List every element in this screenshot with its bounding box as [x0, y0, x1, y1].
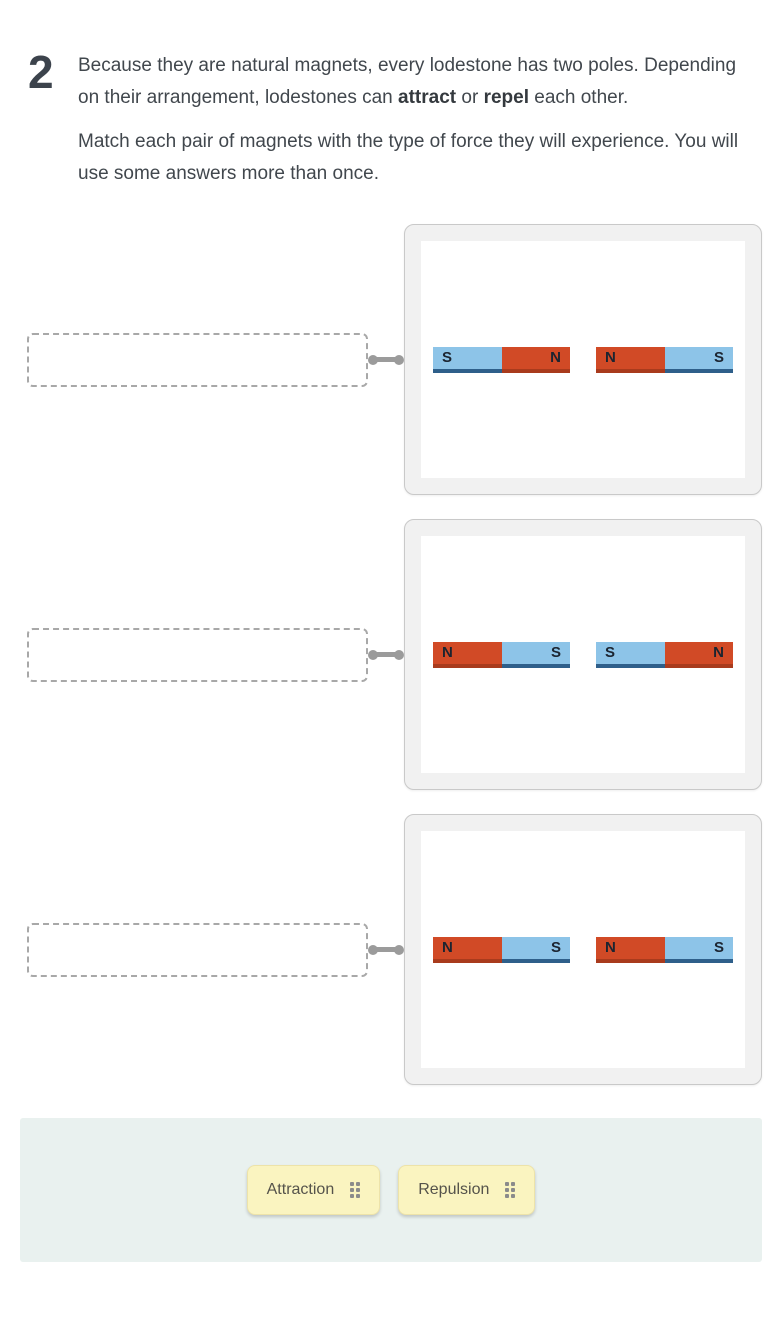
pole-label: S — [442, 349, 453, 366]
pole-label: S — [713, 349, 724, 366]
answer-chip-repulsion[interactable]: Repulsion — [398, 1165, 536, 1215]
drop-zone-2[interactable] — [27, 627, 368, 682]
connector-icon — [368, 944, 404, 955]
pole-label: N — [605, 939, 616, 956]
connector-icon — [368, 649, 404, 660]
pole-label: N — [605, 349, 616, 366]
drop-zone-1[interactable] — [27, 332, 368, 387]
answer-chip-label: Attraction — [266, 1181, 335, 1198]
matching-area: S N N S N S S — [0, 224, 768, 1085]
drag-handle-icon[interactable] — [505, 1182, 516, 1198]
match-row-1: S N N S — [27, 224, 762, 495]
match-row-2: N S S N — [27, 519, 762, 790]
pole-label: S — [550, 939, 561, 956]
magnet: N S — [596, 936, 733, 963]
magnet: N S — [596, 346, 733, 373]
bold-attract: attract — [398, 87, 457, 108]
pole-label: N — [442, 644, 453, 661]
magnet: S N — [433, 346, 570, 373]
magnet-pair-card-1: S N N S — [404, 224, 762, 495]
magnet-pair-card-3: N S N S — [404, 814, 762, 1085]
connector-icon — [368, 354, 404, 365]
question-header: 2 Because they are natural magnets, ever… — [0, 0, 768, 190]
magnet: S N — [596, 641, 733, 668]
question-prompt: Because they are natural magnets, every … — [78, 55, 737, 108]
pole-label: S — [550, 644, 561, 661]
question-number: 2 — [28, 46, 54, 98]
pole-label: N — [442, 939, 453, 956]
magnet: N S — [433, 936, 570, 963]
bold-repel: repel — [483, 87, 529, 108]
question-text: Because they are natural magnets, every … — [78, 50, 740, 190]
magnet: N S — [433, 641, 570, 668]
answer-chip-label: Repulsion — [418, 1181, 490, 1198]
pole-label: S — [713, 939, 724, 956]
pole-label: S — [605, 644, 616, 661]
magnet-pair-card-2: N S S N — [404, 519, 762, 790]
match-row-3: N S N S — [27, 814, 762, 1085]
pole-label: N — [550, 349, 561, 366]
question-instructions: Match each pair of magnets with the type… — [78, 131, 739, 184]
drop-zone-3[interactable] — [27, 922, 368, 977]
answer-chip-attraction[interactable]: Attraction — [246, 1165, 381, 1215]
answer-bank: Attraction Repulsion — [20, 1118, 762, 1262]
drag-handle-icon[interactable] — [350, 1182, 361, 1198]
pole-label: N — [713, 644, 724, 661]
